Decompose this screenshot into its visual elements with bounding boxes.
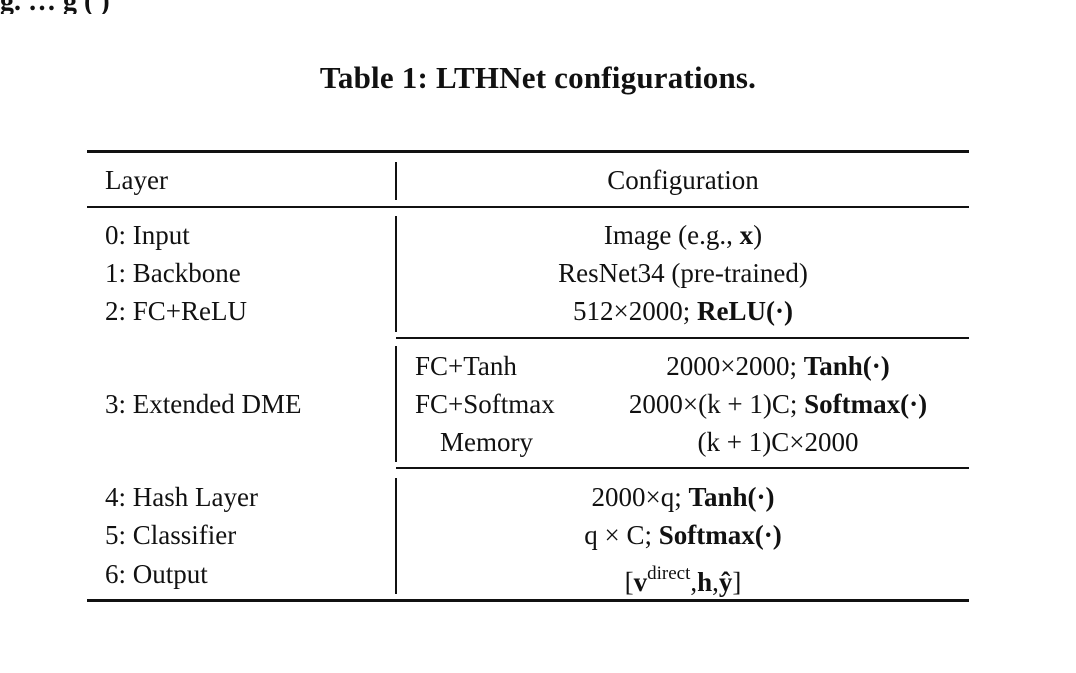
- layer-extended-dme: 3: Extended DME: [105, 389, 302, 419]
- config-fc-softmax-bold: Softmax(·): [804, 389, 928, 419]
- layer-fc-relu: 2: FC+ReLU: [105, 296, 247, 326]
- config-memory: (k + 1)C×2000: [600, 423, 956, 461]
- header-layer: Layer: [105, 165, 168, 195]
- layer-backbone: 1: Backbone: [105, 258, 241, 288]
- config-backbone-text: ResNet34 (pre-trained): [558, 258, 808, 288]
- config-hash: 2000×q; Tanh(·): [397, 478, 969, 516]
- config-fc-tanh-text: 2000×2000;: [666, 351, 804, 381]
- group2-rule: [396, 467, 969, 469]
- config-fc-softmax-text: 2000×(k + 1)C;: [628, 389, 805, 419]
- output-v: v: [633, 567, 648, 597]
- config-classifier-text: q × C;: [584, 520, 659, 550]
- bottom-rule: [87, 599, 969, 602]
- header-configuration: Configuration: [607, 165, 759, 195]
- config-backbone: ResNet34 (pre-trained): [397, 254, 969, 292]
- header-divider: [395, 162, 397, 200]
- config-classifier-bold: Softmax(·): [658, 520, 782, 550]
- table-caption: Table 1: LTHNet configurations.: [319, 60, 757, 95]
- layer-hash: 4: Hash Layer: [105, 482, 258, 512]
- sub-memory: Memory: [440, 427, 533, 457]
- config-memory-text: (k + 1)C×2000: [697, 427, 859, 457]
- output-y-hat: ŷ: [718, 567, 733, 597]
- sub-fc-tanh: FC+Tanh: [415, 351, 517, 381]
- output-close-bracket: ]: [732, 567, 742, 597]
- config-fc-tanh: 2000×2000; Tanh(·): [600, 347, 956, 385]
- top-rule: [87, 150, 969, 153]
- config-fc-tanh-bold: Tanh(·): [803, 351, 890, 381]
- config-fc-softmax: 2000×(k + 1)C; Softmax(·): [600, 385, 956, 423]
- sub-fc-softmax: FC+Softmax: [415, 389, 555, 419]
- config-output: [vdirect,h,ŷ]: [397, 555, 969, 601]
- cropped-previous-text: g. … g ( ): [0, 0, 560, 14]
- config-fc-relu: 512×2000; ReLU(·): [397, 292, 969, 330]
- group1-rule: [396, 337, 969, 339]
- config-fc-relu-text: 512×2000;: [573, 296, 697, 326]
- header-rule: [87, 206, 969, 208]
- group1-divider: [395, 216, 397, 332]
- output-open-bracket: [: [624, 567, 634, 597]
- config-fc-relu-bold: ReLU(·): [697, 296, 793, 326]
- config-input-text: Image (e.g.,: [603, 220, 740, 250]
- output-comma-1: ,: [690, 567, 698, 597]
- layer-classifier: 5: Classifier: [105, 520, 237, 550]
- config-input-bold: x: [739, 220, 754, 250]
- config-classifier: q × C; Softmax(·): [397, 516, 969, 554]
- config-hash-text: 2000×q;: [591, 482, 689, 512]
- config-hash-bold: Tanh(·): [688, 482, 775, 512]
- config-input-tail: ): [753, 220, 763, 250]
- config-input: Image (e.g., x): [397, 216, 969, 254]
- layer-input: 0: Input: [105, 220, 190, 250]
- layer-output: 6: Output: [105, 559, 208, 589]
- group2-divider: [395, 346, 397, 462]
- output-v-superscript: direct: [647, 563, 691, 584]
- output-comma-2: ,: [712, 567, 719, 597]
- output-h: h: [697, 567, 713, 597]
- group3-divider: [395, 478, 397, 594]
